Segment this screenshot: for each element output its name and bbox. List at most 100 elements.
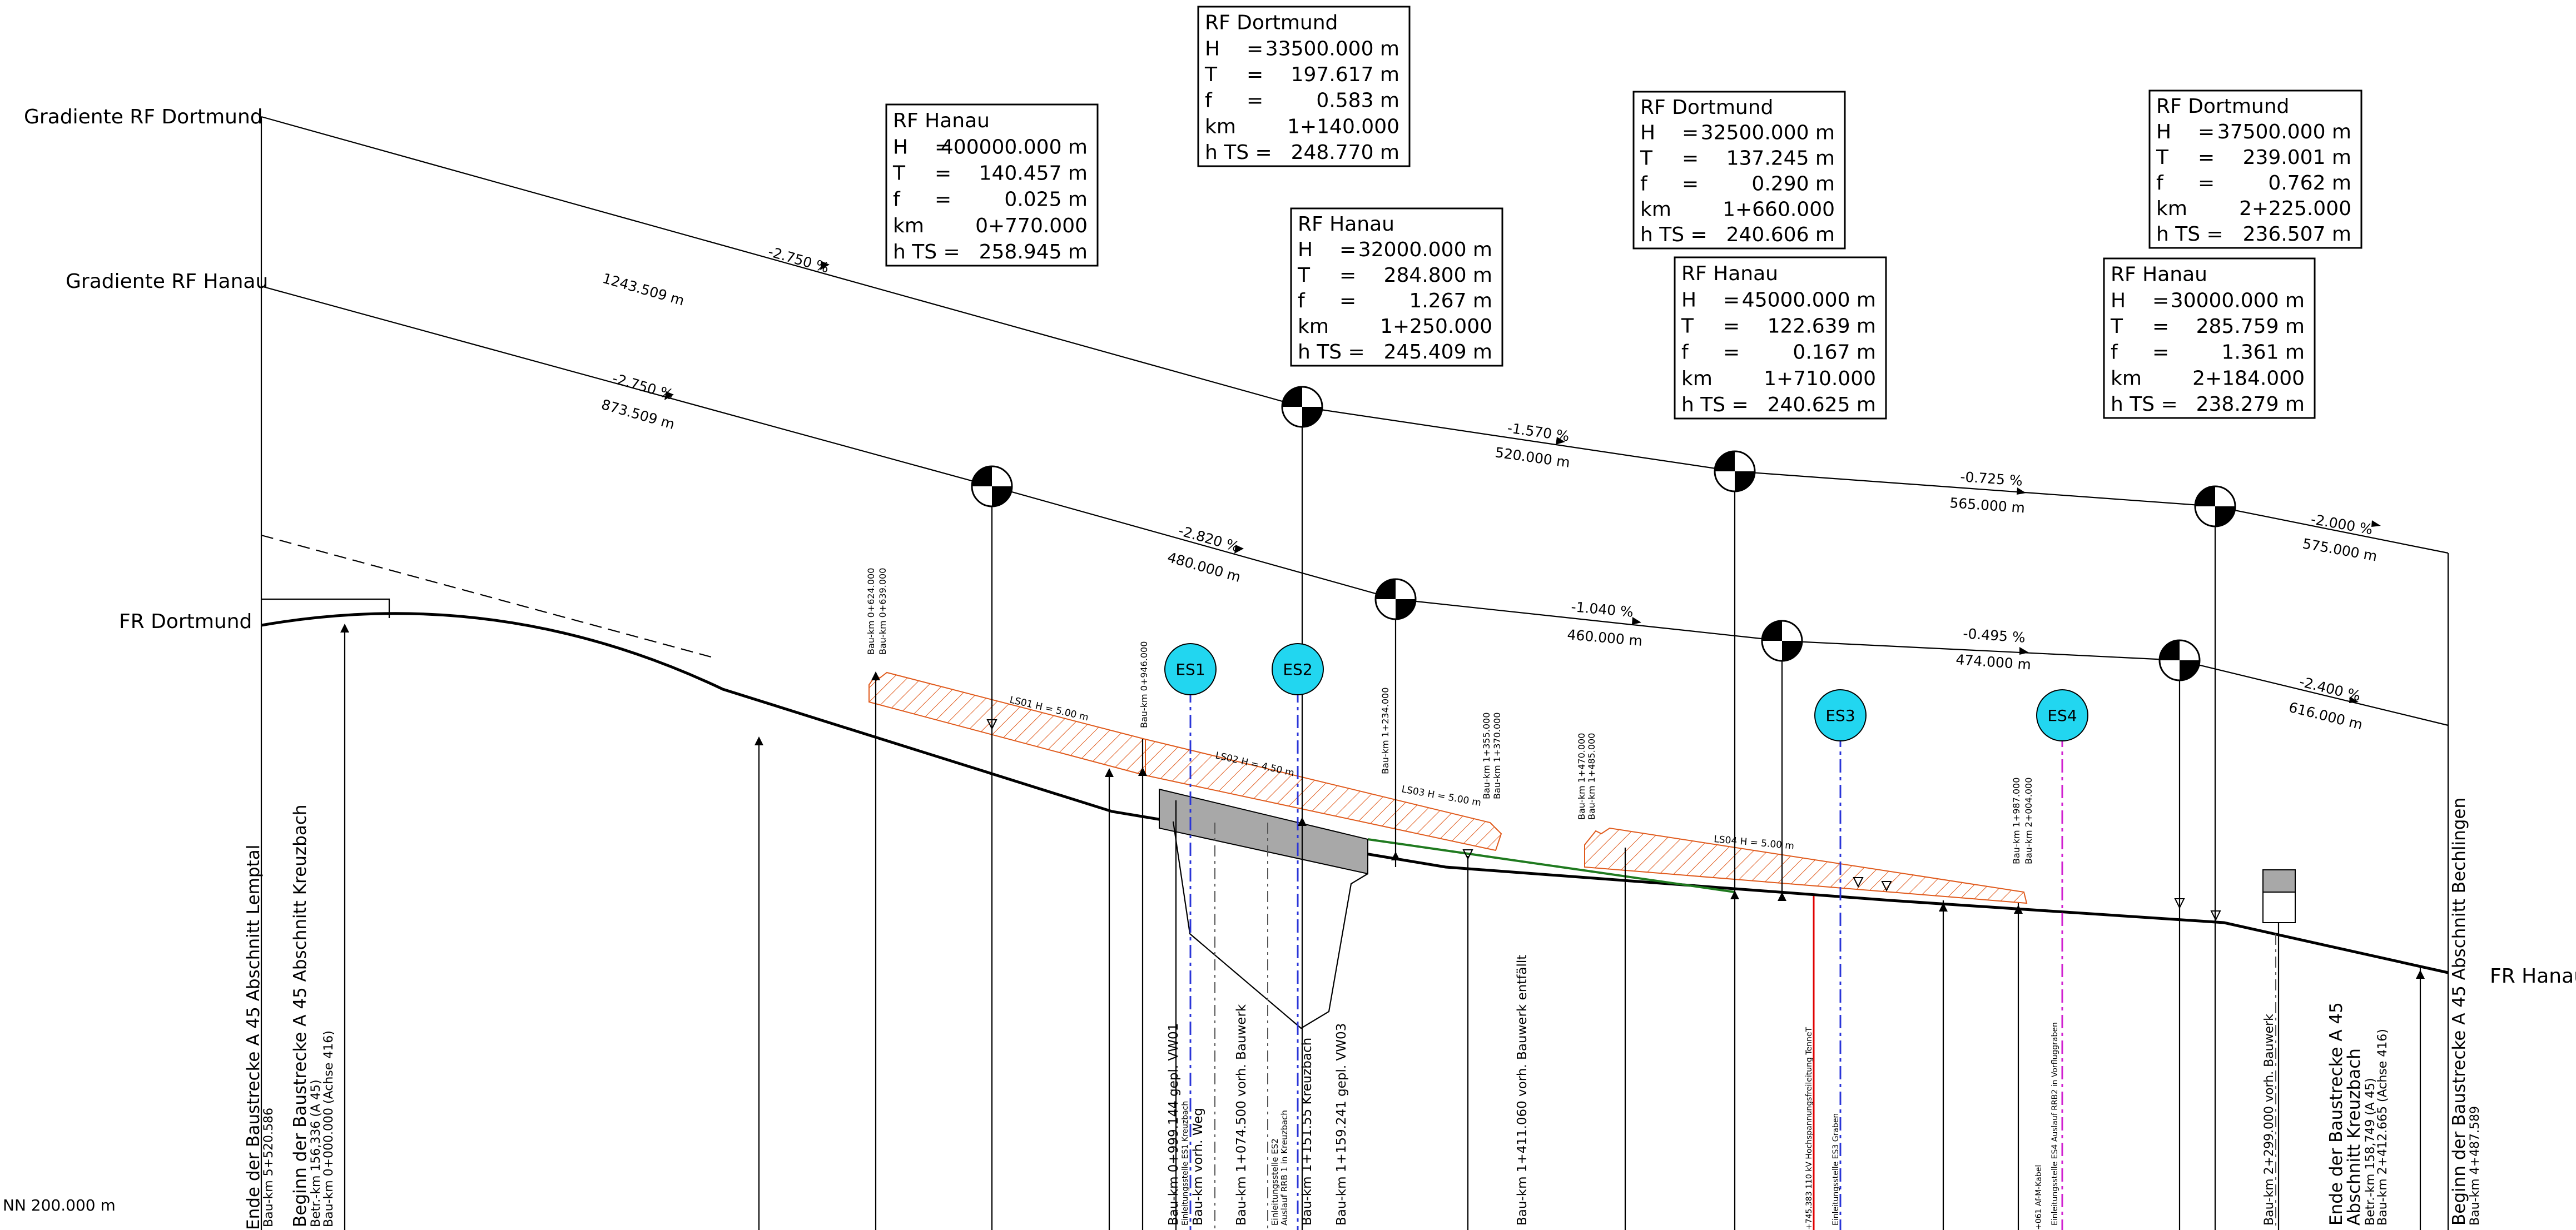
- box-key: f: [1298, 290, 1306, 312]
- svg-text:Bau-km 0+946.000: Bau-km 0+946.000: [1139, 641, 1149, 728]
- grade-percent: -1.040 %: [1570, 599, 1634, 620]
- curve-symbols: [971, 386, 2236, 681]
- box-key: h TS =: [2156, 223, 2223, 246]
- box-value: 238.279 m: [2196, 393, 2305, 416]
- green-line-segment: [1367, 838, 1735, 893]
- box-key: T: [1204, 63, 1218, 86]
- gradient-rf-hanau: [261, 285, 2449, 726]
- box-title: RF Hanau: [1298, 213, 1394, 236]
- grade-percent: -2.000 %: [2310, 511, 2374, 537]
- box-key: f: [1205, 89, 1213, 112]
- box-key: H: [1298, 238, 1313, 261]
- embankment-outline: [1172, 821, 1368, 1029]
- box-value: 30000.000 m: [2171, 289, 2305, 312]
- curve-symbol: [971, 465, 1013, 507]
- box-eq: =: [2152, 341, 2169, 364]
- grade-length: 616.000 m: [2287, 699, 2365, 733]
- es2-auslauf-label: Auslauf RRB 1 in Kreuzbach: [1279, 1110, 1289, 1226]
- grade-length: 575.000 m: [2301, 535, 2379, 564]
- box-value: 0.290 m: [1751, 172, 1835, 195]
- svg-text:Bau-km 1+370.000: Bau-km 1+370.000: [1492, 713, 1502, 799]
- box-eq: =: [935, 162, 951, 185]
- box-value: 1.267 m: [1409, 290, 1492, 312]
- box-eq: =: [1682, 122, 1699, 145]
- es1-einleitung-label: Einleitungsstelle ES1 Kreuzbach: [1181, 1101, 1190, 1226]
- grade-percent: -0.495 %: [1963, 625, 2026, 646]
- grade-length: 1243.509 m: [600, 270, 686, 309]
- box-value: 2+184.000: [2192, 367, 2305, 390]
- kreuzbach-label: Bau-km 1+151.55 Kreuzbach: [1300, 1038, 1314, 1226]
- box-key: h TS =: [1298, 341, 1365, 363]
- box-eq: =: [1682, 172, 1699, 195]
- box-eq: =: [2198, 146, 2215, 169]
- grade-length: 873.509 m: [599, 396, 676, 432]
- box-eq: =: [1682, 147, 1699, 170]
- grade-arrows: [664, 261, 2381, 703]
- beginn-bechlingen-title: Beginn der Baustrecke A 45 Abschnitt Bec…: [2449, 798, 2469, 1226]
- box-title: RF Hanau: [1681, 262, 1778, 285]
- box-value: 285.759 m: [2196, 315, 2305, 338]
- box-value: 140.457 m: [979, 162, 1088, 185]
- box-key: T: [1681, 315, 1694, 337]
- box-value: 1+140.000: [1287, 115, 1399, 138]
- box-key: h TS =: [1681, 394, 1749, 416]
- box-key: T: [1297, 264, 1311, 287]
- label-gradiente-hanau: Gradiente RF Hanau: [66, 270, 268, 293]
- box-eq: =: [2152, 289, 2169, 312]
- hatch-zone-ls02: [1145, 738, 1502, 851]
- box-eq: =: [1723, 341, 1740, 364]
- ende-kreuzbach-title: Ende der Baustrecke A 45: [2326, 1002, 2346, 1226]
- es3-einleitung-label: Einleitungsstelle ES3 Graben: [1832, 1113, 1840, 1226]
- grade-percent: -2.750 %: [611, 370, 675, 403]
- box-value: 245.409 m: [1384, 341, 1492, 363]
- box-eq: =: [2198, 172, 2215, 195]
- beginn-kreuzbach-betr: Betr.-km 156,336 (A 45): [309, 1079, 323, 1227]
- box-key: f: [2156, 172, 2164, 195]
- label-fr-dortmund: FR Dortmund: [119, 610, 252, 633]
- box-key: h TS =: [1640, 223, 1708, 246]
- box-key: H: [1640, 122, 1655, 145]
- box-eq: =: [1339, 290, 1356, 312]
- box-value: 0.762 m: [2268, 172, 2351, 195]
- box-eq: =: [935, 136, 951, 158]
- es4-label: ES4: [2047, 706, 2077, 725]
- grade-percent: -2.400 %: [2298, 674, 2362, 704]
- grade-length: 480.000 m: [1165, 549, 1242, 585]
- curve-symbol: [2158, 639, 2201, 681]
- grade-percent: -2.750 %: [766, 243, 831, 276]
- ende-kreuzbach-abschnitt: Abschnitt Kreuzbach: [2344, 1048, 2364, 1226]
- bauwerk1-label: Bau-km 1+074.500 vorh. Bauwerk: [1234, 1004, 1249, 1226]
- box-key: H: [1205, 37, 1220, 60]
- box-value: 240.625 m: [1768, 394, 1876, 416]
- ende-lemptal-km: Bau-km 5+520.586: [262, 1108, 276, 1227]
- box-key: f: [1640, 172, 1648, 195]
- es3-label: ES3: [1825, 706, 1855, 725]
- box-value: 45000.000 m: [1742, 288, 1876, 311]
- box-value: 0.167 m: [1793, 341, 1876, 364]
- es1-label: ES1: [1175, 660, 1205, 679]
- box-value: 0+770.000: [975, 215, 1088, 237]
- box-key: km: [1205, 115, 1236, 138]
- box-value: 1+660.000: [1723, 198, 1835, 221]
- box-eq: =: [1723, 288, 1740, 311]
- box-title: RF Hanau: [2111, 263, 2207, 286]
- grade-length: 565.000 m: [1949, 495, 2026, 516]
- box-value: 248.770 m: [1291, 141, 1399, 164]
- box-eq: =: [1247, 37, 1263, 60]
- box-eq: =: [1247, 63, 1263, 86]
- box-title: RF Dortmund: [1640, 96, 1773, 119]
- box-value: 33500.000 m: [1265, 37, 1399, 60]
- svg-text:Bau-km 1+485.000: Bau-km 1+485.000: [1586, 733, 1597, 820]
- curve-symbol: [1761, 620, 1803, 662]
- box-key: f: [2111, 341, 2118, 364]
- small-station-labels: Bau-km 0+624.000 Bau-km 0+639.000 Bau-km…: [866, 568, 2034, 864]
- ende-kreuzbach-betr: Betr.-km 158,749 (A 45): [2364, 1078, 2378, 1226]
- box-key: h TS =: [893, 241, 960, 263]
- box-key: f: [893, 188, 901, 211]
- ground-line: [261, 612, 2449, 974]
- box-key: h TS =: [2111, 393, 2178, 416]
- box-key: km: [1681, 367, 1713, 390]
